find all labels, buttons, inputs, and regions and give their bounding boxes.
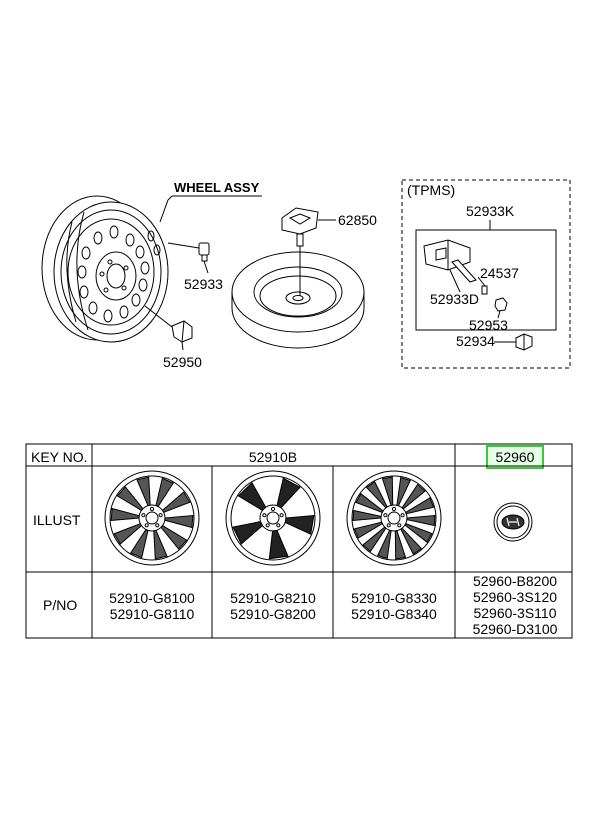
wheel-vent-holes	[77, 225, 161, 323]
alloy-wheel-illustrations	[104, 470, 442, 566]
key-group-52910B: 52910B	[249, 449, 297, 465]
row-header-illust: ILLUST	[33, 512, 81, 528]
callout-52953: 52953	[469, 317, 508, 333]
pno-4-4: 52960-D3100	[473, 621, 558, 637]
callout-52933K: 52933K	[466, 203, 515, 219]
callout-62850: 62850	[338, 212, 377, 228]
parts-table: KEY NO. ILLUST P/NO 52910B 52960 52910-G…	[25, 443, 573, 639]
pno-3-2: 52910-G8340	[351, 606, 437, 622]
valve-cap-icon	[515, 333, 533, 351]
tpms-label: (TPMS)	[407, 182, 455, 198]
callout-24537: 24537	[480, 265, 519, 281]
pno-4-2: 52960-3S120	[473, 589, 557, 605]
pno-3-1: 52910-G8330	[351, 590, 437, 606]
pno-2-2: 52910-G8200	[230, 606, 316, 622]
pno-1-2: 52910-G8110	[110, 606, 195, 622]
tpms-kit-box	[415, 229, 557, 331]
pno-1-1: 52910-G8100	[109, 590, 195, 606]
alloy-wheel-1-icon	[104, 470, 200, 566]
spare-tire-illustration	[231, 251, 365, 349]
pno-4-3: 52960-3S110	[473, 605, 556, 621]
callout-52934: 52934	[456, 333, 495, 349]
alloy-wheel-3-icon	[346, 470, 442, 566]
tpms-sensor-icon	[423, 239, 477, 293]
alloy-wheel-2-icon	[225, 470, 321, 566]
pno-2-1: 52910-G8210	[230, 590, 316, 606]
valve-core-icon	[477, 276, 488, 295]
steel-wheel-illustration	[41, 195, 169, 343]
tpms-group-box	[401, 179, 571, 369]
valve-stem-icon	[167, 242, 210, 274]
wheel-assy-label: WHEEL ASSY	[174, 180, 260, 195]
key-cap-highlight	[486, 445, 544, 469]
callout-52933: 52933	[184, 276, 223, 292]
spare-tire-bracket-icon	[281, 207, 336, 296]
lug-nut-icon	[144, 305, 193, 351]
pno-4-1: 52960-B8200	[473, 573, 557, 589]
callout-52933D: 52933D	[430, 291, 479, 307]
row-header-pno: P/NO	[43, 597, 77, 613]
callout-52950: 52950	[163, 354, 202, 370]
row-header-key-no: KEY NO.	[31, 449, 88, 465]
tpms-nut-icon	[494, 297, 508, 319]
key-cap-52960: 52960	[496, 449, 535, 465]
wheel-center-cap-icon	[493, 502, 533, 542]
